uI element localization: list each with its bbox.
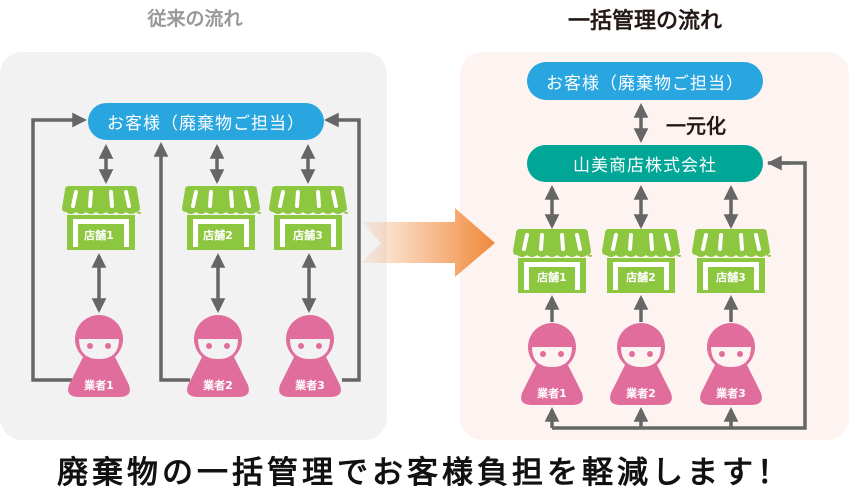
right-worker-icon-3 xyxy=(700,323,762,405)
transition-arrow-icon xyxy=(361,208,495,277)
tagline: 廃棄物の一括管理でお客様負担を軽減します！ xyxy=(57,455,792,491)
left-worker-icon-1 xyxy=(68,315,130,397)
title-integrated-flow: 一括管理の流れ xyxy=(567,9,722,34)
left-worker-icon-3 xyxy=(279,315,341,397)
right-store-icon-3 xyxy=(692,229,771,293)
left-worker-label-1: 業者1 xyxy=(84,379,114,392)
left-store-label-1: 店舗1 xyxy=(84,229,114,242)
left-store-icon-3 xyxy=(269,186,348,250)
diagram-graphics xyxy=(31,103,807,430)
company-node: 山美商店株式会社 xyxy=(527,145,763,182)
left-worker-label-2: 業者2 xyxy=(203,379,233,392)
right-store-label-1: 店舗1 xyxy=(537,271,567,284)
left-store-label-2: 店舗2 xyxy=(203,229,233,242)
right-worker-icon-2 xyxy=(610,323,672,405)
right-worker-icon-1 xyxy=(521,323,583,405)
right-store-label-2: 店舗2 xyxy=(626,271,656,284)
right-store-icon-1 xyxy=(513,229,592,293)
left-worker-label-3: 業者3 xyxy=(295,379,325,392)
title-conventional-flow: 従来の流れ xyxy=(147,8,243,30)
left-store-icon-2 xyxy=(182,186,261,250)
right-store-label-3: 店舗3 xyxy=(716,271,746,284)
right-worker-label-1: 業者1 xyxy=(537,387,567,400)
left-store-icon-1 xyxy=(62,186,141,250)
right-worker-label-2: 業者2 xyxy=(626,387,656,400)
right-customer-node: お客様（廃棄物ご担当） xyxy=(527,62,763,100)
right-store-icon-2 xyxy=(602,229,681,293)
left-store-label-3: 店舗3 xyxy=(293,229,323,242)
left-connectors xyxy=(31,112,361,382)
unify-label: 一元化 xyxy=(666,114,726,138)
left-worker-icon-2 xyxy=(187,315,249,397)
left-customer-node: お客様（廃棄物ご担当） xyxy=(88,103,324,140)
right-worker-label-3: 業者3 xyxy=(716,387,746,400)
right-connectors xyxy=(544,103,807,430)
